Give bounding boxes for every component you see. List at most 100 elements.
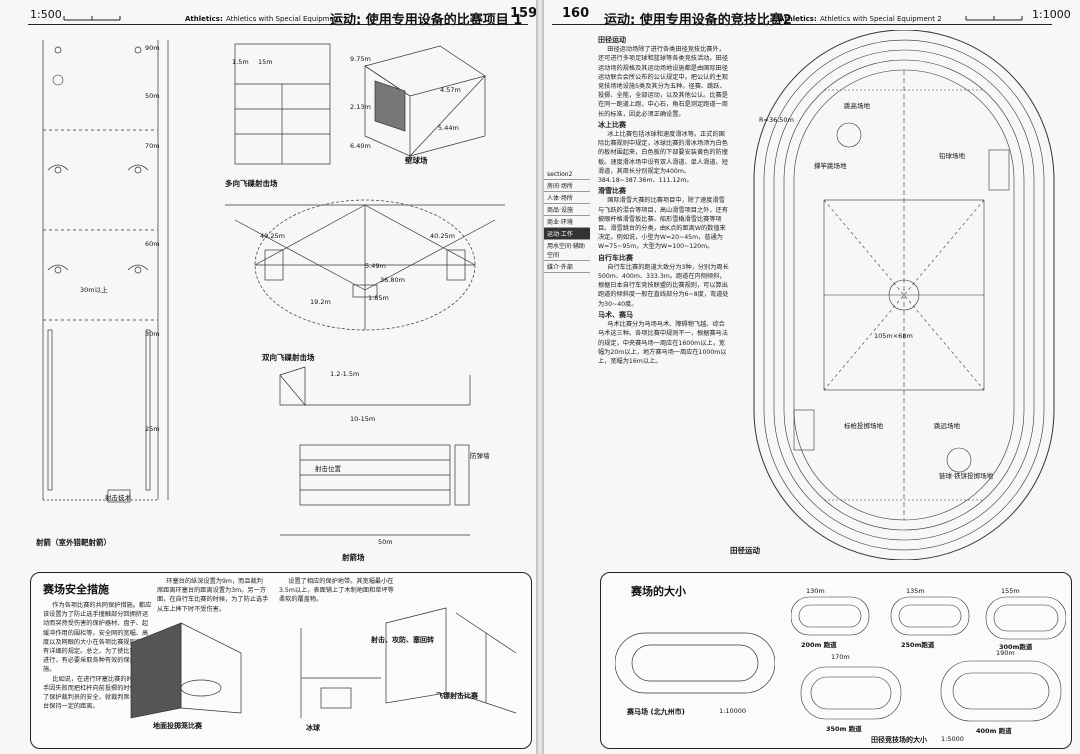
left-scale: 1:500 (30, 8, 62, 21)
trap-caption: 双向飞碟射击场 (262, 353, 315, 362)
paragraph-cycling: 自行车比赛的跑道大致分为3种，分别为周长500m、400m、333.3m。跑道在… (598, 263, 729, 308)
shooting-range-drawing (279, 366, 471, 536)
tab-goods: 商品·设施 (544, 204, 590, 216)
left-header-rule (28, 24, 528, 25)
track-shot-put-label: 铅球场地 (939, 152, 965, 160)
squash-3d-drawing (364, 45, 486, 157)
right-scale-label: 1:1000 (1032, 8, 1071, 21)
safety-paragraph-4: 设置了相应的保护地带。其宽幅最小在3.5m以上，表面铺上了木制地面和草坪等柔软的… (279, 578, 394, 604)
track-250-label: 250m跑道 (901, 641, 935, 649)
left-scale-label: 1:500 (30, 8, 62, 21)
athletics-track-drawing (753, 30, 1055, 560)
safety-paragraph-3: 环塞台的纵深设置为9m，而且裁判席距离环塞台的距离设置为3m。另一方面，在自行车… (157, 578, 269, 613)
archery-dim-30m-plus: 30m以上 (80, 286, 108, 294)
safety-col-3: 设置了相应的保护地带。其宽幅最小在3.5m以上，表面铺上了木制地面和草坪等柔软的… (279, 577, 394, 605)
venue-size-title: 赛场的大小 (631, 585, 686, 598)
track-250-dim: 135m (906, 587, 925, 595)
trap-dim-4025-left: 40.25m (260, 232, 285, 240)
ice-hockey-caption: 冰球 (306, 724, 320, 732)
safety-col-1: 作为各项比赛的共同保护措施。都应该设置为了防止选手撞触部分回拥挤运动而突然受伤害… (43, 601, 153, 711)
squash-dim-width: 5.44m (438, 124, 459, 132)
left-header-title: 运动: 使用专用设备的比赛项目 1 (330, 13, 523, 28)
shooting-backstop-label: 防弹墙 (470, 452, 490, 460)
paragraph-ice: 冰上比赛包括冰球和速度滑冰等。正式的国际比赛规则中规定，冰球比赛的滑冰场须为白色… (598, 131, 728, 185)
right-header-title: 运动: 使用专用设备的竞技比赛2 (604, 13, 792, 28)
track-300-label: 300m跑道 (999, 643, 1033, 651)
skeet-dim-15m: 15m (258, 58, 273, 66)
track-caption: 田径运动 (730, 546, 760, 555)
book-gutter (536, 0, 544, 754)
tab-human: 人体·场所 (544, 192, 590, 204)
venue-size-scale: 1:5000 (941, 735, 964, 743)
right-header-rule (552, 24, 1052, 25)
track-size-drawings (791, 596, 1066, 722)
tab-sports-active: 运动·工作 (544, 228, 590, 240)
track-hammer-label: 链球·铁饼投掷场地 (939, 472, 994, 480)
racecourse-drawing (615, 632, 775, 694)
tab-commerce: 商业·环境 (544, 216, 590, 228)
left-scale-bar (63, 16, 121, 21)
left-header-en-bold: Athletics: (185, 15, 223, 23)
track-300-dim: 155m (1001, 587, 1020, 595)
venue-size-caption: 田径竞技场的大小 (871, 736, 927, 744)
section-tabs: section2 房间·场所 人体·场所 商品·设施 商业·环境 运动·工作 用… (544, 170, 590, 273)
archery-dim-50m: 50m (145, 92, 160, 100)
track-field-dim: 105m×68m (874, 332, 913, 340)
shooting-dim-1015: 10-15m (350, 415, 376, 423)
track-200-dim: 130m (806, 587, 825, 595)
trap-field-drawing (225, 199, 505, 331)
heading-cycling: 自行车比赛 (598, 253, 633, 262)
archery-dim-25m: 25m (145, 425, 160, 433)
track-javelin-label: 标枪投掷场地 (844, 422, 883, 430)
track-400-dim: 190m (996, 649, 1015, 657)
heading-equestrian: 马术、赛马 (598, 310, 633, 319)
trap-dim-4025-right: 40.25m (430, 232, 455, 240)
archery-shooting-line: 射击技术 (105, 494, 131, 502)
trap-dim-549: 5.49m (365, 262, 386, 270)
skeet-dim-1-5m: 1.5m (232, 58, 249, 66)
right-header-en-text: Athletics with Special Equipment 2 (819, 15, 942, 23)
safety-col-2: 环塞台的纵深设置为9m，而且裁判席距离环塞台的距离设置为3m。另一方面，在自行车… (157, 577, 269, 614)
archery-range-drawing (42, 40, 169, 503)
trap-dim-3680: 36.80m (380, 276, 405, 284)
archery-dim-90m: 90m (145, 44, 160, 52)
throwing-cage-drawing (130, 622, 242, 719)
heading-ski: 滑雪比赛 (598, 187, 626, 196)
paragraph-track: 田径运动场除了进行各类田径竞技比赛外，还可进行多项足球和篮球等各类竞技活动。田径… (598, 46, 728, 118)
shooting-position-label: 射击位置 (315, 465, 341, 473)
squash-plan-drawing (234, 43, 331, 165)
shooting-dim-height: 1.2-1.5m (330, 370, 360, 378)
trap-dim-192: 19.2m (310, 298, 331, 306)
track-400-label: 400m 跑道 (976, 727, 1012, 735)
squash-caption: 壁球场 (405, 156, 428, 165)
squash-dim-height: 4.57m (440, 86, 461, 94)
track-350-dim: 170m (831, 653, 850, 661)
track-long-jump-label: 跳远场地 (934, 422, 960, 430)
tab-room: 房间·场所 (544, 180, 590, 192)
archery-dim-60m: 60m (145, 240, 160, 248)
right-header-en: Athletics: Athletics with Special Equipm… (779, 13, 942, 24)
racecourse-caption: 赛马场 (北九州市) (627, 707, 685, 717)
field-protection-caption: 射击、攻防、塞回转 (371, 636, 434, 644)
field-protection-drawing (385, 607, 517, 714)
paragraph-ski: 国际滑雪大赛的比赛项目中，除了速度滑雪与飞跃的混合等项目，高山滑雪项目之外，还有… (598, 197, 728, 251)
right-body-text: 田径运动 田径运动场除了进行各类田径竞技比赛外，还可进行多项足球和篮球等各类竞技… (598, 34, 730, 366)
track-pole-vault-label: 撑竿跳场地 (814, 162, 847, 170)
left-page-number: 159 (510, 6, 536, 21)
throwing-cage-caption: 地面投掷笼比赛 (153, 722, 202, 730)
dart-caption: 飞镖射击比赛 (436, 692, 478, 700)
right-page: 160 运动: 使用专用设备的竞技比赛2 Athletics: Athletic… (544, 0, 1080, 754)
archery-dim-30m: 30m (145, 330, 160, 338)
racecourse-scale: 1:10000 (719, 707, 747, 715)
left-header-en: Athletics: Athletics with Special Equipm… (185, 13, 348, 24)
archery-caption: 射箭（室外猎靶射箭） (36, 538, 111, 547)
tab-section2: section2 (544, 170, 590, 180)
racecourse-label: 赛马场 (627, 708, 648, 716)
track-200-label: 200m 跑道 (801, 641, 837, 649)
right-header-en-bold: Athletics: (779, 15, 817, 23)
skeet-caption: 多向飞碟射击场 (225, 179, 278, 188)
tab-water: 用水空间·辅助空间 (544, 240, 590, 261)
track-radius-label: R=36.50m (759, 116, 794, 124)
safety-measures-box: 赛场安全措施 作为各项比赛的共同保护措施。都应该设置为了防止选手撞触部分回拥挤运… (30, 572, 532, 749)
